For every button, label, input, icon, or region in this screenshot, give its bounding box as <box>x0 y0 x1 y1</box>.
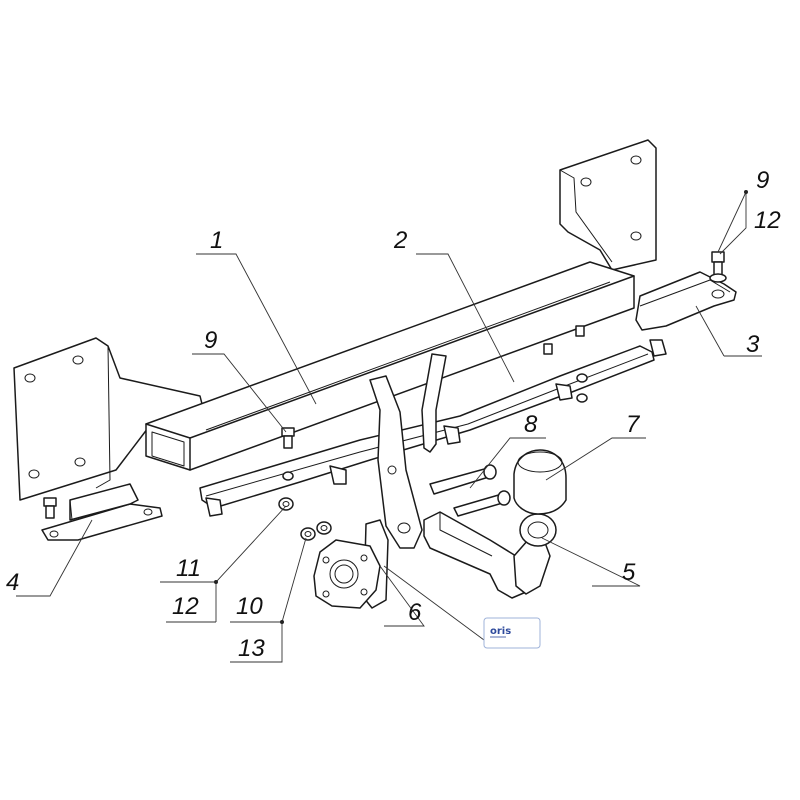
brand-logo: oris <box>483 617 541 649</box>
hook-arm-left <box>369 375 423 549</box>
main-crossbeam <box>145 261 635 471</box>
hook-arm-right <box>421 353 447 453</box>
nuts-washers <box>278 497 332 541</box>
callout-7: 7 <box>626 411 641 438</box>
left-foot-bracket <box>41 483 163 541</box>
bolt-left <box>43 427 295 519</box>
callout-2: 2 <box>393 227 407 254</box>
callout-6: 6 <box>408 599 422 626</box>
long-bolts <box>429 464 511 517</box>
right-side-strip <box>635 271 737 357</box>
callout-9-right: 9 <box>756 167 769 194</box>
callout-9-left: 9 <box>204 327 217 354</box>
callout-4: 4 <box>6 569 19 596</box>
socket-plate <box>313 519 389 609</box>
callout-12-right: 12 <box>754 207 781 234</box>
callout-5: 5 <box>622 559 636 586</box>
logo-text: oris <box>490 626 511 637</box>
callout-12-left: 12 <box>172 593 199 620</box>
callout-8: 8 <box>524 411 538 438</box>
callout-3: 3 <box>746 331 760 358</box>
callout-1: 1 <box>210 227 223 254</box>
callout-13: 13 <box>238 635 265 662</box>
callout-11: 11 <box>176 555 201 582</box>
callout-10: 10 <box>236 593 263 620</box>
bolt-right <box>709 251 727 283</box>
right-mounting-bracket <box>559 139 657 271</box>
leader-lines <box>16 190 762 663</box>
tow-ball-neck <box>423 511 557 599</box>
small-bolts <box>282 325 588 481</box>
ball-cap <box>513 449 567 515</box>
